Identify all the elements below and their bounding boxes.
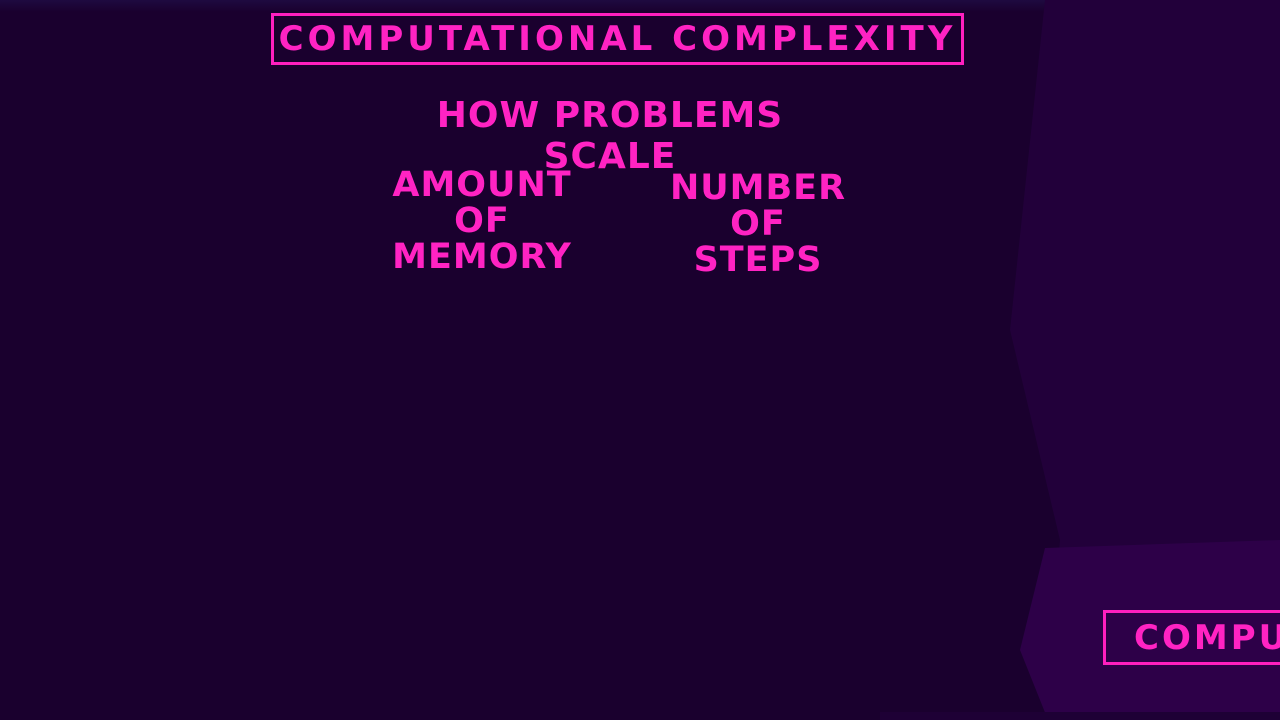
next-slide-title: COMPU [1134, 617, 1280, 658]
memory-label-line1: AMOUNT OF [392, 165, 572, 241]
steps-label-line1: NUMBER [669, 168, 847, 208]
top-band [0, 0, 1280, 12]
memory-label: AMOUNT OF MEMORY [362, 167, 602, 275]
memory-label-line2: MEMORY [392, 237, 572, 277]
slide-subtitle: HOW PROBLEMS SCALE [436, 95, 784, 177]
steps-label-line2: OF STEPS [693, 204, 823, 280]
steps-label: NUMBER OF STEPS [668, 170, 848, 278]
bottom-edge [880, 712, 1280, 720]
title-box: COMPUTATIONAL COMPLEXITY [271, 13, 964, 65]
slide-title: COMPUTATIONAL COMPLEXITY [278, 19, 957, 59]
next-slide-panel-lower [1020, 540, 1280, 720]
next-slide-title-box: COMPU [1103, 610, 1280, 665]
